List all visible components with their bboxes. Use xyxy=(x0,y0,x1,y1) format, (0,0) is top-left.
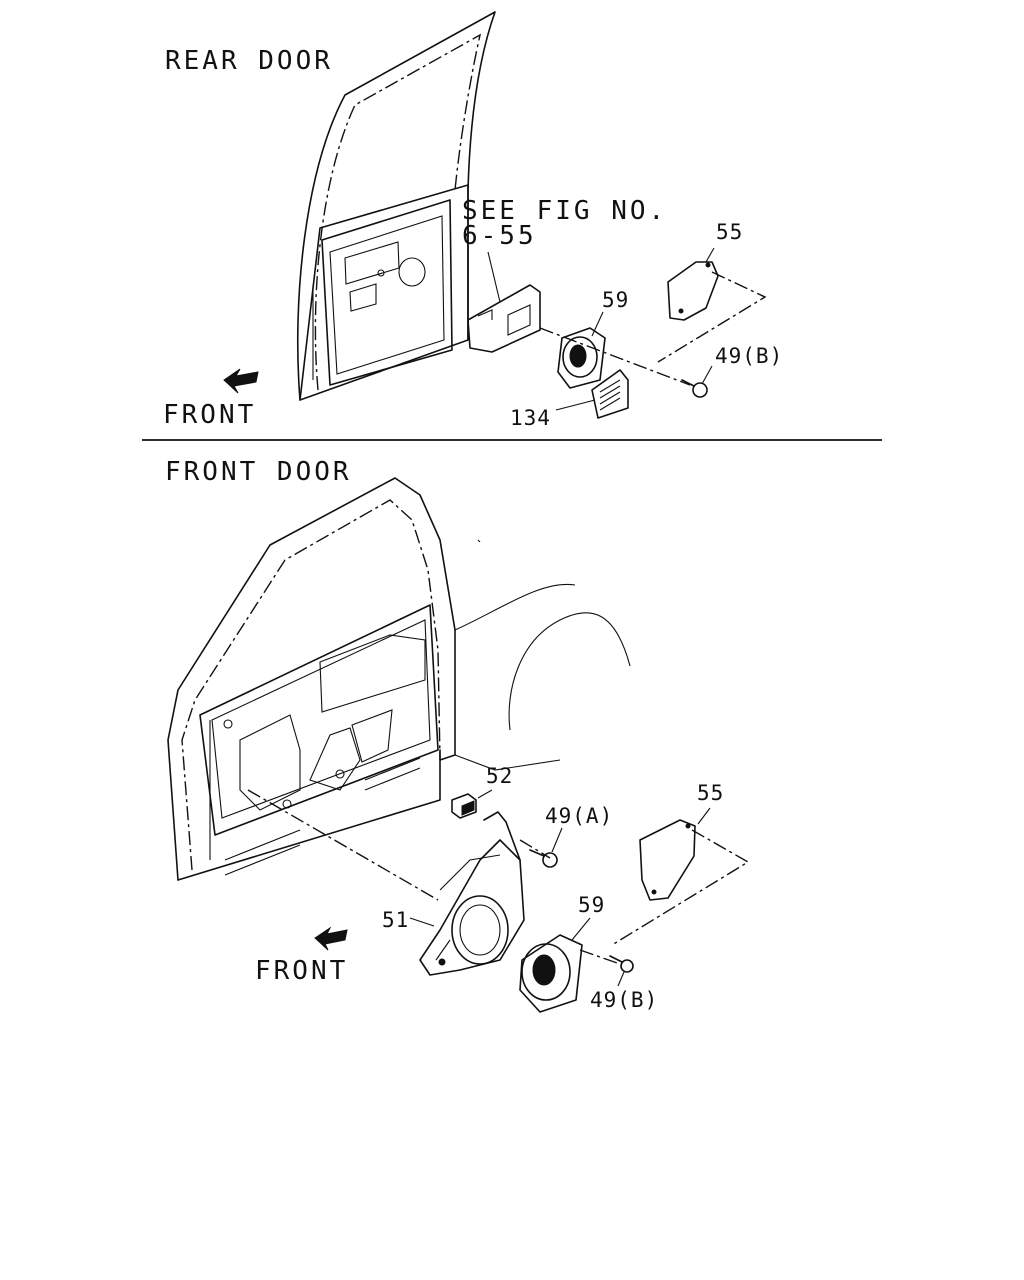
rear-door-title: REAR DOOR xyxy=(165,46,333,76)
front-callout-59: 59 xyxy=(578,893,606,917)
rear-callout-49b: 49(B) xyxy=(715,344,784,368)
rear-trim-bracket xyxy=(467,284,541,353)
front-screw-49b xyxy=(609,955,634,973)
rear-leader-lines xyxy=(487,247,767,411)
rear-cover-55 xyxy=(667,261,719,321)
front-callout-55: 55 xyxy=(697,781,725,805)
rear-callout-59: 59 xyxy=(602,288,630,312)
vehicle-body-outline xyxy=(454,539,631,771)
rear-callout-55: 55 xyxy=(716,220,744,244)
see-fig-line1: SEE FIG NO. xyxy=(462,196,668,226)
rear-grille-134 xyxy=(591,369,629,419)
rear-door-panel xyxy=(296,11,496,401)
front-bracket-51 xyxy=(419,811,525,976)
front-speaker-59 xyxy=(519,934,583,1013)
front-leader-lines xyxy=(247,789,750,987)
front-callout-52: 52 xyxy=(486,764,514,788)
front-callout-49a: 49(A) xyxy=(545,804,614,828)
see-fig-line2: 6-55 xyxy=(462,221,537,251)
front-screw-49a xyxy=(529,849,558,868)
rear-screw-49b xyxy=(681,379,708,398)
front-door-title: FRONT DOOR xyxy=(165,457,352,487)
front-callout-51: 51 xyxy=(382,908,410,932)
front-front-label: FRONT xyxy=(255,956,349,986)
front-arrow-icon xyxy=(314,926,348,951)
rear-speaker-59 xyxy=(557,327,606,389)
front-cover-55 xyxy=(639,819,696,901)
front-clip-52 xyxy=(451,793,477,819)
front-callout-49b: 49(B) xyxy=(590,988,659,1012)
front-door-panel xyxy=(167,477,456,881)
front-arrow-icon xyxy=(223,368,259,394)
rear-callout-134: 134 xyxy=(510,406,551,430)
rear-front-label: FRONT xyxy=(163,400,257,430)
